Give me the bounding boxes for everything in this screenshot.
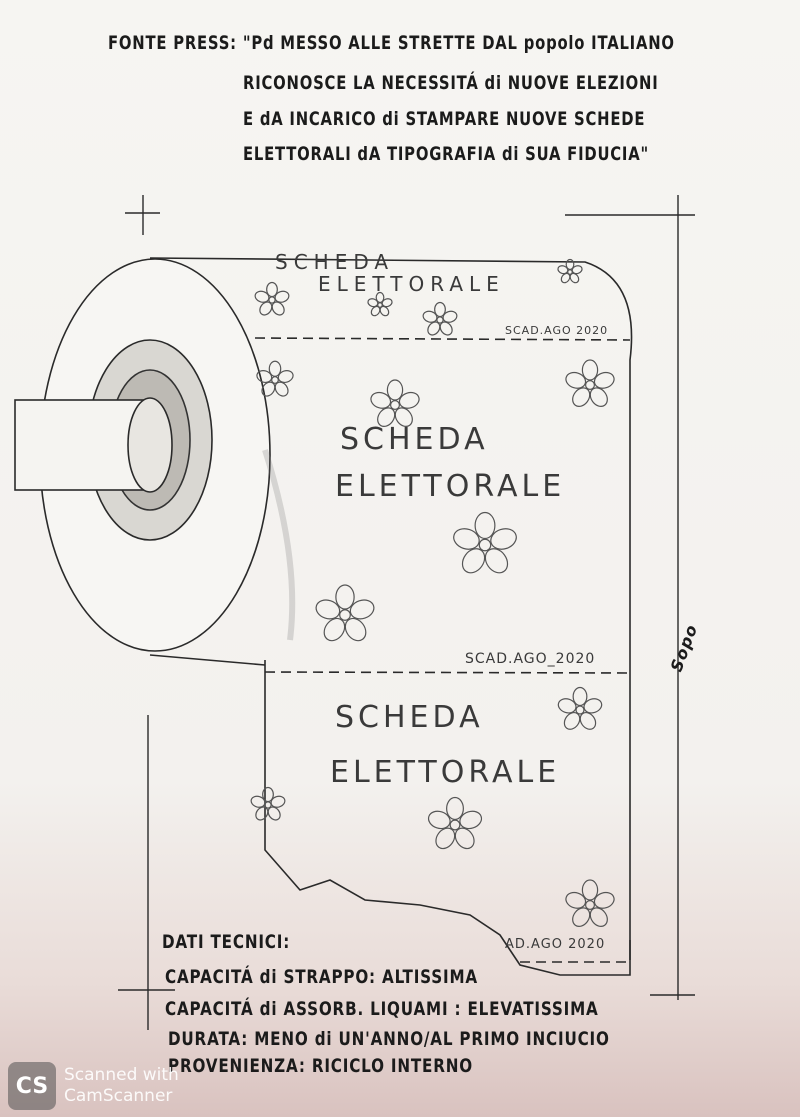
watermark-line-1: Scanned with (64, 1065, 179, 1085)
spec-line-4: PROVENIENZA: RICICLO INTERNO (168, 1055, 473, 1077)
expiry-label-2: SCAD.AGO_2020 (465, 651, 596, 667)
flower-icon (565, 359, 615, 407)
sheet-1-line-1: SCHEDA (340, 422, 489, 457)
flower-icon (254, 281, 290, 316)
expiry-label-3: AD.AGO 2020 (505, 937, 606, 952)
flower-icon (453, 511, 517, 574)
header-line-4: ELETTORALI dA TIPOGRAFIA di SUA FIDUCIA" (243, 143, 649, 165)
sheet-2-line-1: SCHEDA (335, 700, 484, 735)
frame-lines (118, 195, 695, 1030)
header-line-1: FONTE PRESS: "Pd MESSO ALLE STRETTE DAL … (108, 32, 675, 54)
flower-icon (315, 584, 375, 642)
flower-pattern (250, 258, 615, 927)
holder-rod (14, 397, 173, 493)
spec-line-3: DURATA: MENO di UN'ANNO/AL PRIMO INCIUCI… (168, 1028, 610, 1050)
roll-top-label-2: ELETTORALE (318, 272, 505, 296)
camscanner-watermark: CS Scanned with CamScanner (8, 1062, 179, 1110)
flower-icon (427, 796, 483, 850)
spec-line-1: CAPACITÁ di STRAPPO: ALTISSIMA (165, 966, 478, 988)
flower-icon (370, 379, 420, 427)
expiry-label-1: SCAD.AGO 2020 (505, 324, 609, 337)
flower-icon (565, 879, 615, 927)
roll-body (149, 257, 633, 976)
specs-title: DATI TECNICI: (162, 931, 291, 953)
flower-icon (557, 258, 583, 284)
camscanner-logo-icon: CS (8, 1062, 56, 1110)
sheet-2-line-2: ELETTORALE (330, 755, 561, 790)
flower-icon (250, 786, 286, 821)
watermark-line-2: CamScanner (64, 1086, 173, 1106)
flower-icon (557, 686, 603, 730)
flower-icon (367, 291, 393, 317)
header-line-2: RICONOSCE LA NECESSITÁ di NUOVE ELEZIONI (243, 72, 659, 94)
header-line-3: E dA INCARICO di STAMPARE NUOVE SCHEDE (243, 108, 646, 130)
sheet-1-line-2: ELETTORALE (335, 469, 566, 504)
flower-icon (256, 360, 294, 397)
spec-line-2: CAPACITÁ di ASSORB. LIQUAMI : ELEVATISSI… (165, 998, 599, 1020)
roll-top-label-1: SCHEDA (275, 250, 395, 274)
flower-icon (422, 301, 458, 336)
